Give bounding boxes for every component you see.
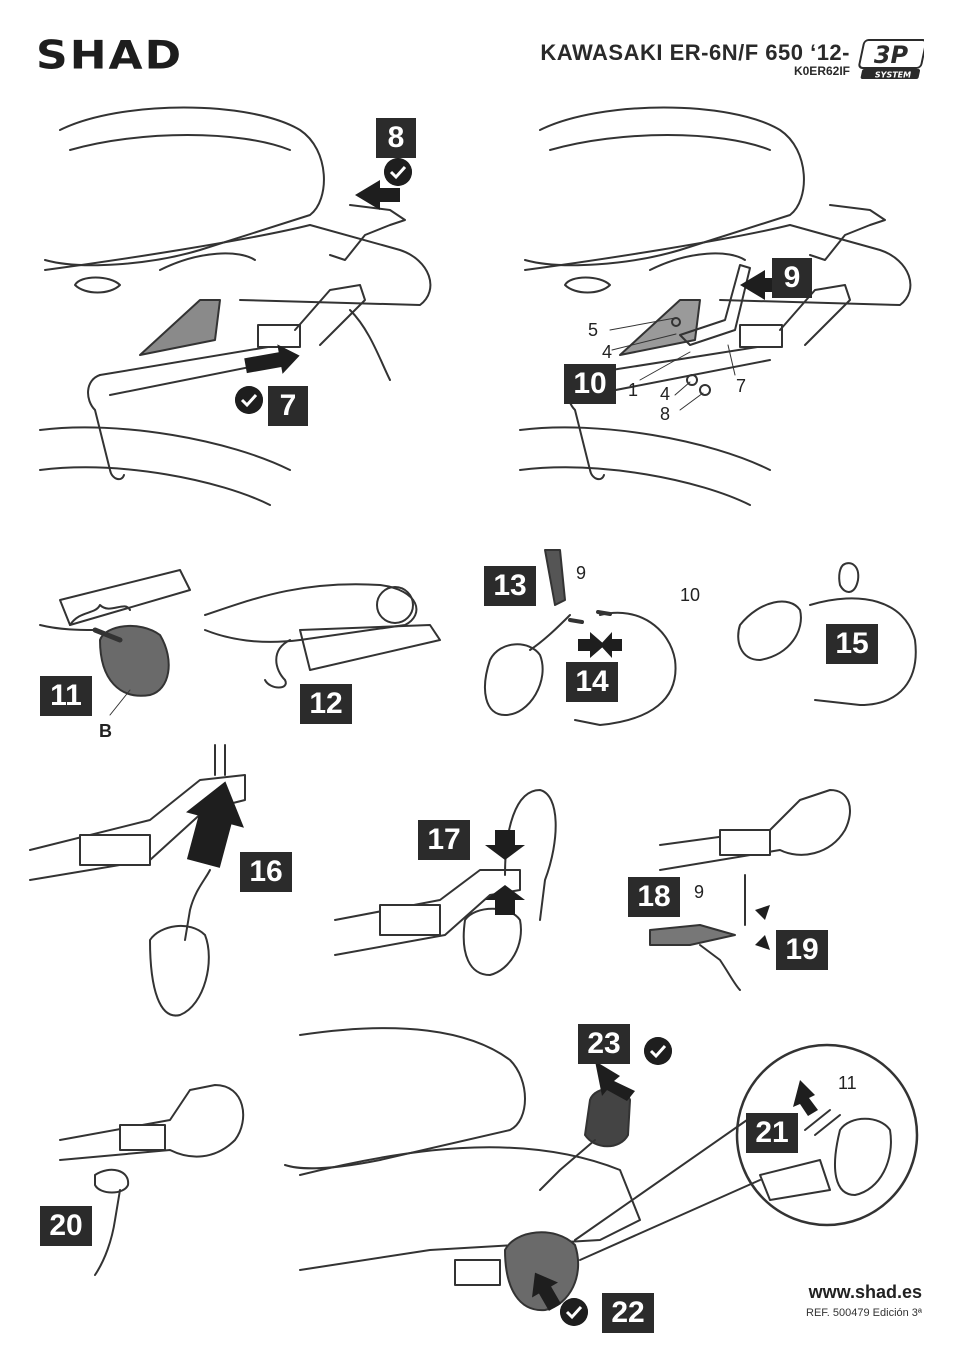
- part-label-4: 4: [602, 342, 613, 362]
- badge-sub: SYSTEM: [875, 71, 911, 80]
- step-14-label: 14: [566, 662, 618, 702]
- panel-bracket-thread: [29, 744, 246, 1017]
- panel-rear-left: [39, 106, 432, 506]
- website-link[interactable]: www.shad.es: [808, 1282, 922, 1302]
- kit-code: K0ER62IF: [793, 64, 850, 78]
- panel-cable-connect: [484, 549, 677, 726]
- step-13-label: 13: [484, 566, 536, 606]
- arrow-icon: [186, 180, 818, 1311]
- part-label-7: 7: [736, 376, 747, 396]
- part-label-9: 9: [694, 882, 705, 902]
- step-11-label: 11: [40, 676, 92, 716]
- step-7-label: 7: [268, 386, 308, 426]
- step-22-label: 22: [602, 1293, 654, 1333]
- part-label-8: 8: [660, 404, 671, 424]
- part-label-1: 1: [628, 380, 639, 400]
- panel-indicator-removal: [39, 569, 191, 716]
- check-icon: [384, 158, 412, 186]
- step-12-label: 12: [300, 684, 352, 724]
- step-17-label: 17: [418, 820, 470, 860]
- panel-cable-route: [204, 583, 441, 689]
- panel-bracket-cable-pass: [334, 789, 557, 976]
- model-title: KAWASAKI ER-6N/F 650 ‘12-: [540, 40, 850, 65]
- part-label-4: 4: [660, 384, 671, 404]
- step-21-label: 21: [746, 1113, 798, 1153]
- check-icon: [560, 1298, 588, 1326]
- step-15-label: 15: [826, 624, 878, 664]
- check-icon: [644, 1037, 672, 1065]
- part-label-5: 5: [588, 320, 599, 340]
- brand-logo: SHAD: [36, 32, 184, 79]
- panel-indicator-cable: [737, 562, 917, 706]
- step-19-label: 19: [776, 930, 828, 970]
- step-20-label: 20: [40, 1206, 92, 1246]
- step-16-label: 16: [240, 852, 292, 892]
- part-label-11: 11: [838, 1073, 857, 1093]
- panel-cable-secure: [59, 1084, 245, 1276]
- part-label-b: B: [99, 721, 112, 741]
- part-label-10: 10: [680, 585, 701, 605]
- check-icon: [235, 386, 263, 414]
- step-18-label: 18: [628, 877, 680, 917]
- document-reference: REF. 500479 Edición 3ª: [806, 1307, 922, 1319]
- panel-cable-reconnect: [649, 789, 851, 991]
- step-10-label: 10: [564, 364, 616, 404]
- step-23-label: 23: [578, 1024, 630, 1064]
- step-8-label: 8: [376, 118, 416, 158]
- step-9-label: 9: [772, 258, 812, 298]
- panel-rear-right: [519, 106, 912, 506]
- badge-main: 3P: [874, 41, 909, 69]
- part-label-9: 9: [576, 563, 587, 583]
- 3p-system-badge: 3P SYSTEM: [858, 39, 924, 80]
